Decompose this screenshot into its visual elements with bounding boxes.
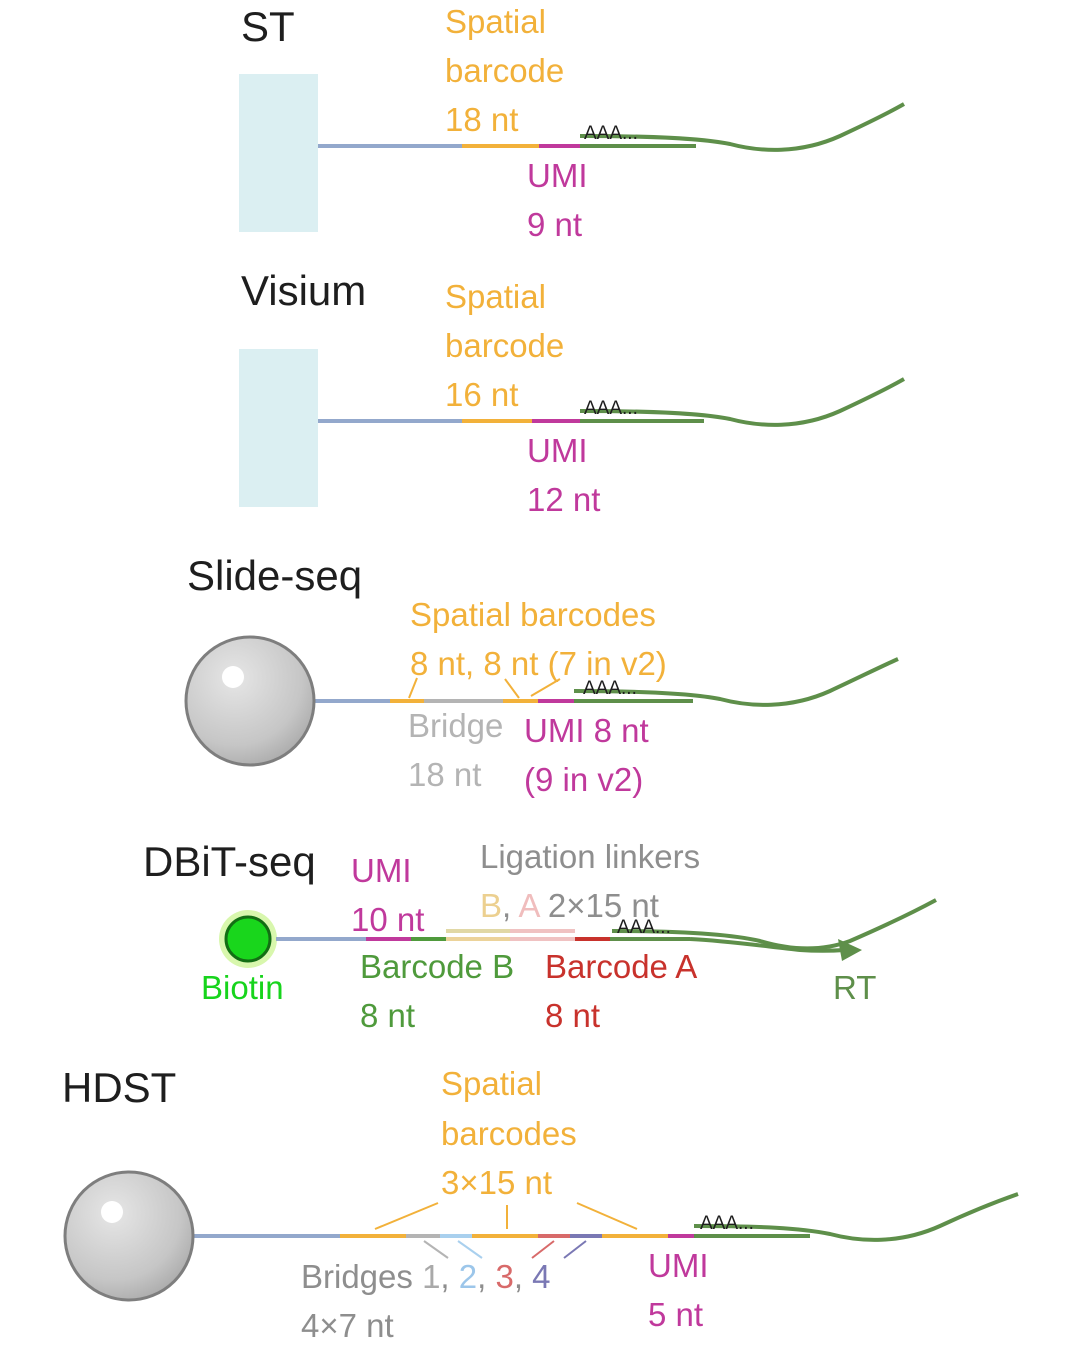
dbitseq-linker-size: 2×15 nt [547,887,659,924]
st-umi-label-1: UMI [527,157,588,194]
slideseq-pointer-1 [408,677,418,699]
slideseq-bead [184,635,316,767]
dbitseq-barcode-a-label-1: Barcode A [545,948,698,985]
st-mrna [579,102,905,152]
hdst-sep-2: , [477,1258,487,1295]
hdst-bridges-row: Bridges 1, 2, 3, 4 [301,1260,551,1293]
st-umi-label-2: 9 nt [527,206,583,243]
hdst-barcode-pointer-3 [576,1202,638,1230]
hdst-bridge-2-label: 2 [458,1258,478,1295]
visium-barcode-label-2: barcode [445,327,565,364]
dbitseq-barcode-b-label-1: Barcode B [360,948,515,985]
hdst-umi-label-1: UMI [648,1247,709,1284]
slideseq-bead-highlight [222,666,244,688]
slideseq-bridge-label-2: 18 nt [408,756,482,793]
dbitseq-linkers-row: B, A 2×15 nt [480,889,659,922]
hdst-barcodes-label-1: Spatial [441,1065,542,1102]
dbitseq-rt-strand [689,937,846,953]
dbitseq-biotin [224,915,272,963]
st-barcode-label-1: Spatial [445,3,546,40]
visium-title: Visium [241,267,367,314]
dbitseq-linker-sep: , [502,887,512,924]
hdst-title: HDST [62,1064,177,1111]
slideseq-umi-label-2: (9 in v2) [524,761,644,798]
slideseq-barcodes-label-1: Spatial barcodes [410,596,656,633]
st-polya: AAA... [584,123,638,144]
hdst-sep-3: , [513,1258,523,1295]
dbitseq-linkers-label: Ligation linkers [480,838,701,875]
visium-construct [239,349,905,507]
dbitseq-biotin-label: Biotin [201,969,284,1006]
dbitseq-rt-arrowhead [838,939,862,961]
visium-substrate [239,349,318,507]
st-barcode-label-2: barcode [445,52,565,89]
hdst-barcodes-label-3: 3×15 nt [441,1164,553,1201]
hdst-bridge-pointer-4 [563,1240,587,1259]
visium-polya: AAA... [584,398,638,419]
dbitseq-title: DBiT-seq [143,838,316,885]
dbitseq-umi-label-2: 10 nt [351,901,425,938]
hdst-construct [63,1170,1019,1302]
hdst-barcodes-label-2: barcodes [441,1115,577,1152]
visium-umi-label-2: 12 nt [527,481,601,518]
dbitseq-umi-label-1: UMI [351,852,412,889]
dbitseq-barcode-b-label-2: 8 nt [360,997,416,1034]
hdst-sep-1: , [440,1258,450,1295]
dbitseq-rt-label: RT [833,969,877,1006]
hdst-bridge-3-label: 3 [495,1258,514,1295]
hdst-bridges-label: Bridges [301,1258,413,1295]
visium-barcode-label-3: 16 nt [445,376,519,413]
st-title: ST [241,3,295,50]
slideseq-pointer-2 [504,678,520,699]
st-substrate [239,74,318,232]
dbitseq-linker-a-label: A [518,887,539,924]
dbitseq-barcode-a-label-2: 8 nt [545,997,601,1034]
hdst-bridge-1-label: 1 [422,1258,441,1295]
hdst-barcode-pointer-1 [374,1202,439,1230]
hdst-mrna [693,1192,1019,1242]
hdst-polya: AAA... [700,1213,754,1234]
dbitseq-linker-b-label: B [480,887,503,924]
slideseq-bridge-label-1: Bridge [408,707,504,744]
visium-umi-label-1: UMI [527,432,588,469]
slideseq-mrna [573,657,899,707]
hdst-bridge-pointer-2 [457,1240,483,1259]
st-barcode-label-3: 18 nt [445,101,519,138]
hdst-bead [63,1170,195,1302]
visium-barcode-label-1: Spatial [445,278,546,315]
slideseq-polya: AAA... [583,678,637,699]
hdst-bridge-pointer-1 [423,1240,449,1259]
st-construct [239,74,905,232]
slideseq-umi-label-1: UMI 8 nt [524,712,649,749]
visium-mrna [579,377,905,427]
slideseq-title: Slide-seq [187,552,363,599]
hdst-bead-highlight [101,1201,123,1223]
hdst-bridges-size: 4×7 nt [301,1307,394,1344]
slideseq-pointer-3 [530,678,561,697]
hdst-umi-label-2: 5 nt [648,1296,704,1333]
hdst-bridge-4-label: 4 [532,1258,551,1295]
slideseq-barcodes-label-2: 8 nt, 8 nt (7 in v2) [410,645,667,682]
dbitseq-polya: AAA... [617,917,671,938]
hdst-bridge-pointer-3 [531,1240,555,1259]
slideseq-construct [184,635,899,767]
dbitseq-construct [219,898,937,968]
